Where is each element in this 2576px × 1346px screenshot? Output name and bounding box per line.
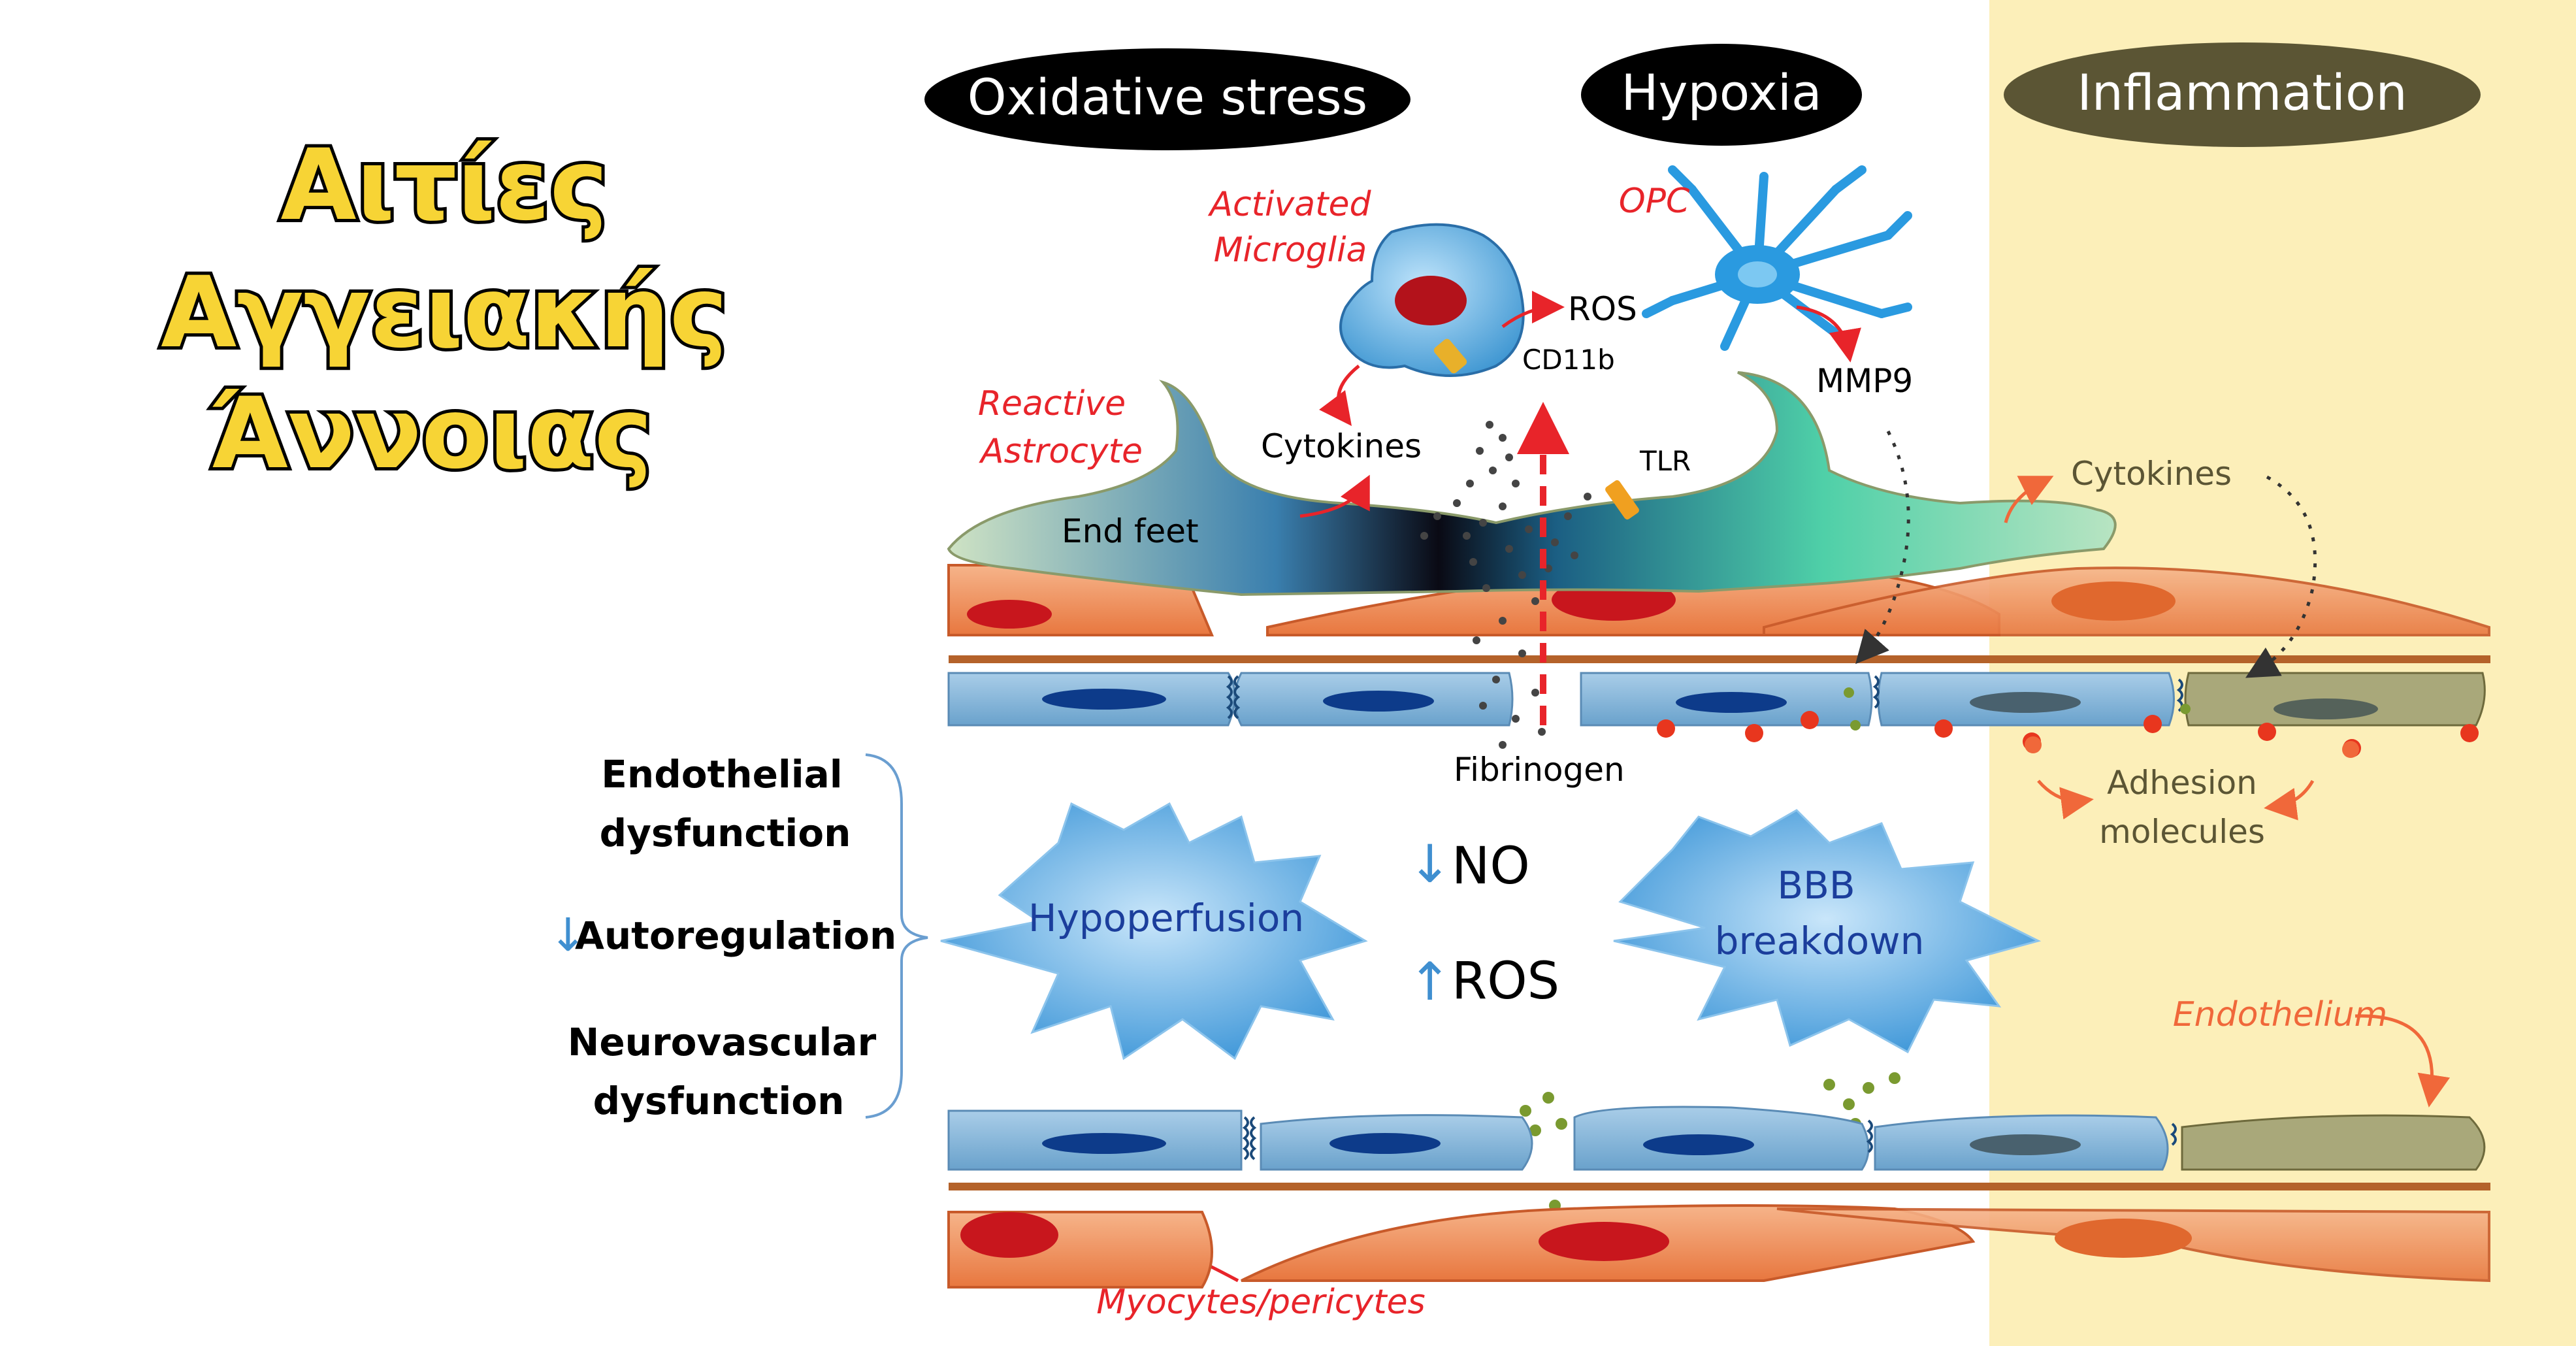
cytokines-right-label: Cytokines: [2071, 455, 2232, 493]
greek-title: Αιτίες Αγγειακής Άννοιας: [157, 125, 731, 494]
cd11b-label: CD11b: [1522, 344, 1615, 376]
no-label: NO: [1452, 837, 1530, 896]
header-oxidative-label: Oxidative stress: [968, 68, 1367, 126]
tlr-receptor: [1605, 480, 1639, 520]
reactive-astrocyte: End feet: [947, 371, 2117, 597]
neurovascular-line-1: Neurovascular: [568, 1020, 877, 1064]
lower-endothelium: [947, 1106, 2486, 1171]
adhesion-dots-orange: [2025, 736, 2359, 758]
no-down-arrow: ↓: [1408, 834, 1452, 895]
microglia-label-2: Microglia: [1214, 231, 1367, 270]
lower-muscle-layer: [947, 1204, 2490, 1289]
autoregulation-down-arrow: ↓: [549, 908, 587, 962]
header-oxidative-stress: Oxidative stress: [924, 48, 1410, 150]
adhesion-label-2: molecules: [2099, 813, 2265, 851]
myocytes-label: Myocytes/pericytes: [1096, 1283, 1425, 1322]
header-inflammation-label: Inflammation: [2077, 63, 2407, 122]
upper-basement-membrane: [949, 655, 2490, 663]
hypoperfusion-label: Hypoperfusion: [1028, 896, 1304, 940]
header-hypoxia-label: Hypoxia: [1621, 63, 1821, 122]
astrocyte-label-2: Astrocyte: [979, 432, 1143, 471]
upper-endothelium: [947, 672, 2486, 727]
endothelium-label: Endothelium: [2173, 995, 2387, 1034]
title-line-2: Αγγειακής: [161, 256, 728, 370]
header-hypoxia: Hypoxia: [1581, 44, 1862, 146]
ros-up-arrow: ↑: [1408, 951, 1452, 1012]
microglia-label-1: Activated: [1207, 185, 1371, 224]
bbb-breakdown-burst: BBB breakdown: [1613, 809, 2042, 1054]
left-effects-list: Endothelial dysfunction ↓ Autoregulation…: [549, 752, 928, 1123]
opc-label: OPC: [1619, 182, 1690, 221]
bbb-label-1: BBB: [1777, 863, 1855, 908]
fibrinogen-particles: [1420, 421, 1591, 749]
cytokines-label: Cytokines: [1261, 427, 1422, 465]
mmp9-label: MMP9: [1816, 362, 1913, 400]
hypoperfusion-burst: Hypoperfusion: [940, 802, 1368, 1060]
grouping-brace: [865, 753, 928, 1119]
title-line-1: Αιτίες: [280, 129, 608, 242]
lower-basement-membrane: [949, 1183, 2490, 1190]
fibrinogen-label: Fibrinogen: [1454, 751, 1625, 789]
adhesion-label-1: Adhesion: [2107, 764, 2257, 802]
ros-center-label: ROS: [1452, 952, 1559, 1011]
autoregulation-label: Autoregulation: [575, 913, 896, 958]
endothelial-line-1: Endothelial: [601, 752, 842, 796]
opc-nucleus: [1738, 261, 1777, 287]
tlr-label: TLR: [1639, 445, 1691, 477]
astrocyte-label-1: Reactive: [978, 384, 1126, 423]
bbb-label-2: breakdown: [1715, 919, 1925, 963]
endothelial-line-2: dysfunction: [600, 811, 851, 855]
title-line-3: Άννοιας: [210, 377, 652, 491]
end-feet-label: End feet: [1062, 512, 1199, 550]
header-inflammation: Inflammation: [2004, 42, 2481, 147]
activated-microglia: [1339, 223, 1525, 377]
neurovascular-line-2: dysfunction: [593, 1079, 845, 1123]
ros-top-label: ROS: [1568, 290, 1637, 328]
